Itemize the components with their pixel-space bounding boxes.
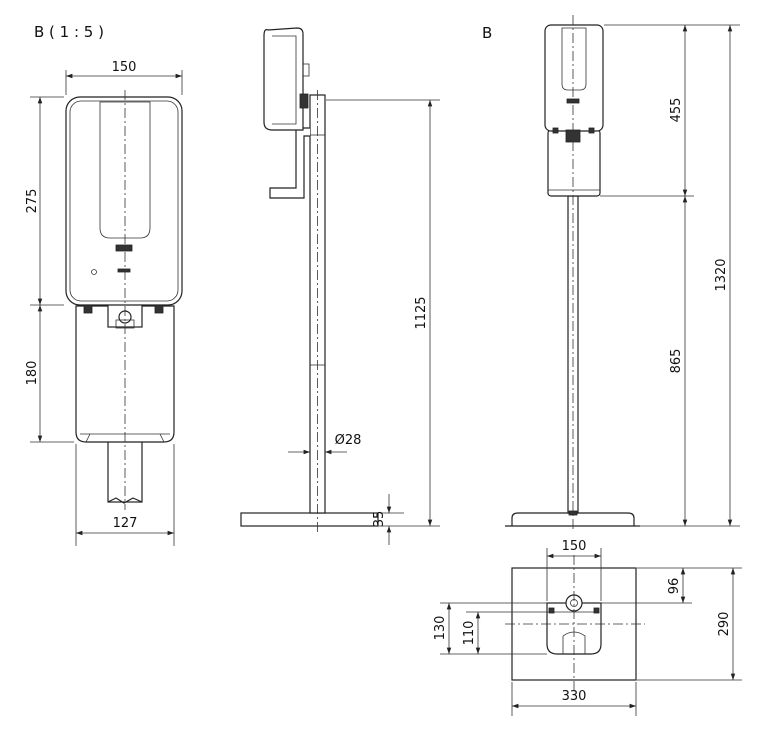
view-b bbox=[505, 15, 640, 532]
dim-plan-depth: 290 bbox=[717, 612, 732, 637]
front-dimensions: 150 275 180 127 bbox=[25, 60, 183, 546]
dim-base-thickness: 35 bbox=[372, 511, 387, 528]
dim-front-height-upper: 275 bbox=[25, 189, 40, 214]
dim-b-upper: 455 bbox=[669, 98, 684, 123]
dim-front-width: 150 bbox=[112, 60, 137, 75]
dim-b-total: 1320 bbox=[714, 258, 729, 291]
front-view bbox=[65, 90, 183, 510]
dim-side-height: 1125 bbox=[414, 296, 429, 329]
dim-pole-diameter: Ø28 bbox=[335, 433, 362, 448]
plan-view bbox=[505, 555, 645, 690]
dim-front-height-lower: 180 bbox=[25, 361, 40, 386]
dim-front-bottom-width: 127 bbox=[113, 516, 138, 531]
dim-plan-offset: 96 bbox=[667, 578, 682, 595]
view-b-dimensions: 455 865 1320 bbox=[600, 24, 740, 527]
scale-label: B ( 1 : 5 ) bbox=[34, 23, 104, 41]
side-dimensions: 1125 Ø28 35 bbox=[288, 99, 440, 545]
dim-plan-top-width: 150 bbox=[562, 539, 587, 554]
dim-plan-130: 130 bbox=[433, 616, 448, 641]
dim-b-lower: 865 bbox=[669, 349, 684, 374]
view-b-label: B bbox=[482, 24, 492, 42]
dim-plan-width: 330 bbox=[562, 689, 587, 704]
plan-dimensions: 150 96 290 130 110 330 bbox=[433, 539, 742, 716]
dim-plan-110: 110 bbox=[462, 621, 477, 646]
side-view bbox=[240, 27, 379, 532]
